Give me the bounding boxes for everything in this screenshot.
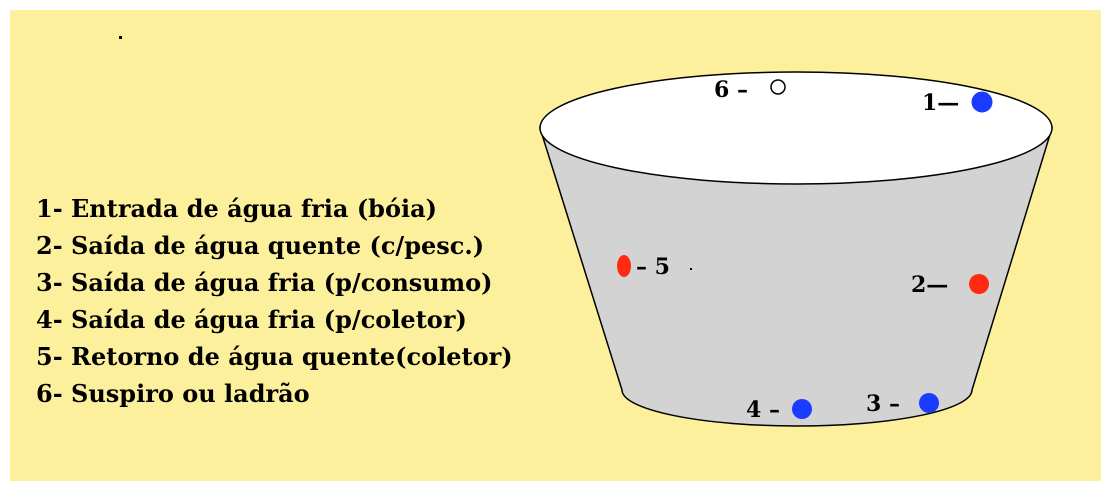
marker-6-label: 6 – (714, 77, 748, 103)
legend-item-6: 6- Suspiro ou ladrão (36, 379, 310, 408)
marker-5-dot (617, 255, 631, 277)
marker-6-vent-dot (770, 79, 786, 95)
tank-body (538, 127, 1054, 427)
legend-item-2: 2- Saída de água quente (c/pesc.) (36, 231, 485, 260)
marker-2-dot (969, 274, 989, 294)
marker-1-label: 1— (922, 90, 959, 116)
legend-item-5: 5- Retorno de água quente(coletor) (36, 342, 513, 371)
tank-top-opening (539, 71, 1053, 185)
stray-dot (119, 36, 122, 39)
legend-item-4: 4- Saída de água fria (p/coletor) (36, 305, 467, 334)
legend-item-1: 1- Entrada de água fria (bóia) (36, 194, 437, 223)
marker-4-label: 4 – (746, 397, 780, 423)
marker-5-stray-dot (690, 268, 692, 270)
marker-3-dot (919, 393, 939, 413)
marker-3-label: 3 – (866, 391, 900, 417)
marker-5-label: – 5 (636, 254, 670, 280)
marker-4-dot (792, 399, 812, 419)
marker-2-label: 2— (911, 272, 948, 298)
marker-1-dot (971, 91, 993, 113)
legend-item-3: 3- Saída de água fria (p/consumo) (36, 268, 493, 297)
legend-list: 1- Entrada de água fria (bóia) 2- Saída … (36, 190, 513, 412)
